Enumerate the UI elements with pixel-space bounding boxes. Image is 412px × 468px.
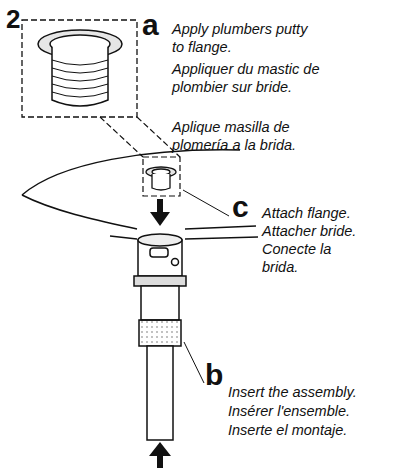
instruction-text: Aplique masilla de plomería a la brida. bbox=[172, 118, 322, 154]
instruction-text: Insert the assembly. bbox=[228, 383, 406, 401]
leader-line bbox=[183, 190, 229, 383]
detail-box bbox=[22, 20, 137, 117]
callout-letter: c bbox=[232, 192, 249, 222]
flange-detail bbox=[38, 30, 122, 106]
detail-leader bbox=[100, 117, 180, 196]
step-number: 2 bbox=[6, 6, 20, 32]
instruction-text: Conecte la brida. bbox=[262, 240, 352, 276]
instruction-text: Attach flange. bbox=[262, 204, 392, 222]
insert-arrow bbox=[150, 199, 170, 226]
instruction-text: Insérer l'ensemble. bbox=[228, 402, 406, 420]
insert-arrow bbox=[149, 442, 171, 468]
small-flange bbox=[146, 167, 176, 190]
callout-letter: a bbox=[142, 10, 159, 40]
instruction-text: Attacher bride. bbox=[262, 222, 392, 240]
instruction-text: Inserte el montaje. bbox=[228, 421, 406, 439]
callout-letter: b bbox=[205, 360, 223, 390]
sink-basin bbox=[22, 150, 258, 239]
drain-assembly bbox=[134, 234, 186, 440]
instruction-text: Apply plumbers putty to flange. bbox=[172, 20, 322, 56]
instruction-text: Appliquer du mastic de plombier sur brid… bbox=[172, 60, 322, 96]
